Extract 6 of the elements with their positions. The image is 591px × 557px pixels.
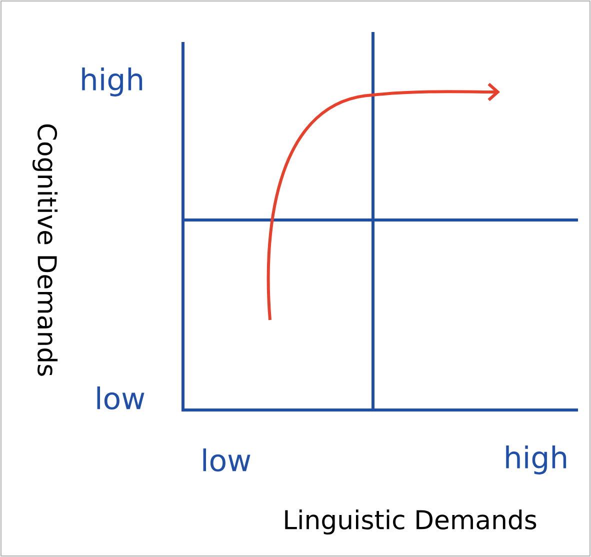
axis-title: Cognitive Demands bbox=[32, 124, 58, 376]
axis-tick-label: low bbox=[97, 386, 144, 410]
axis-tick-label: low bbox=[203, 448, 250, 472]
axis-tick-label: high bbox=[82, 68, 142, 96]
axis-tick-label: high bbox=[506, 446, 566, 474]
axis-title: Linguistic Demands bbox=[285, 509, 536, 535]
